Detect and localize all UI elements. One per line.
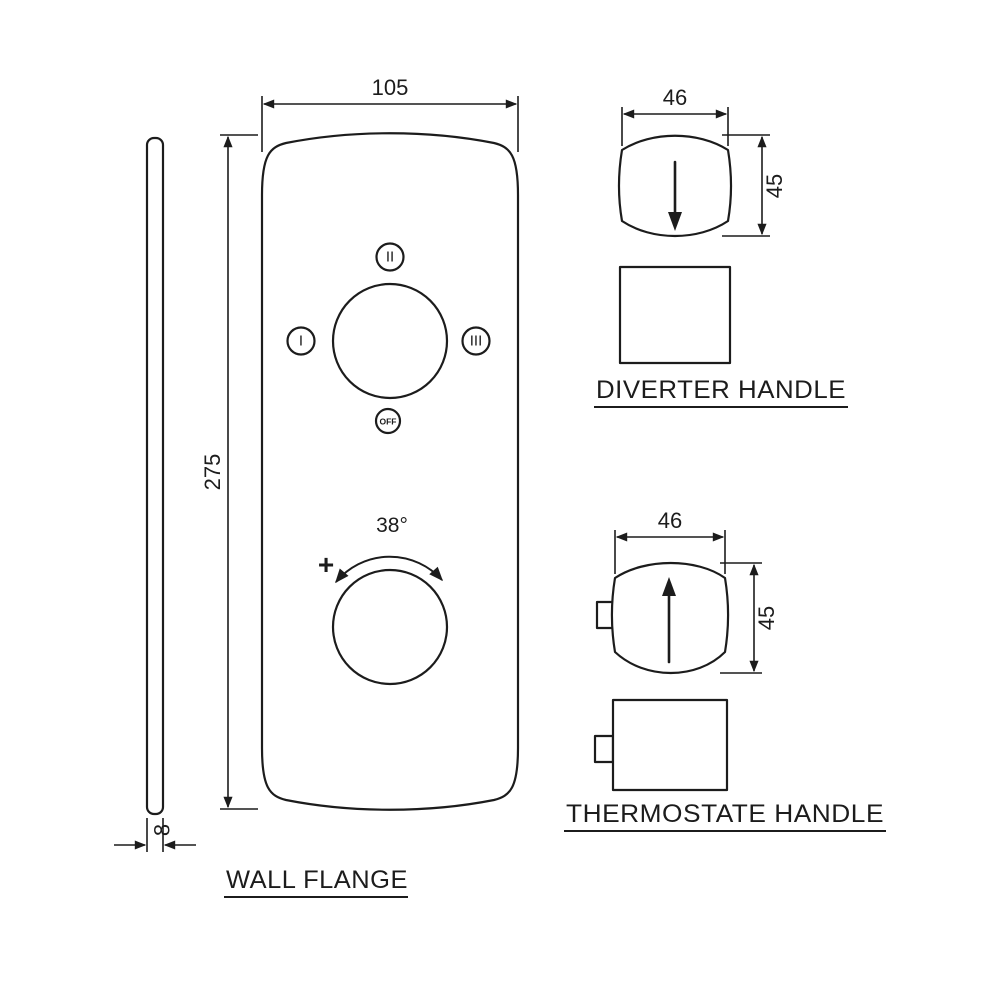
dim-width-105: 105 [261, 75, 519, 152]
thermostat-handle-label: THERMOSTATE HANDLE [566, 800, 884, 828]
position-marker-left [286, 326, 316, 356]
diverter-height-label: 45 [762, 174, 787, 198]
diverter-handle-side-view [618, 265, 732, 365]
thermostat-width-label: 46 [658, 508, 682, 533]
flange-outline [260, 132, 520, 811]
thermostat-height-label: 45 [754, 606, 779, 630]
position-marker-off [374, 407, 402, 435]
thermostat-dim-46: 46 [614, 508, 726, 574]
dim-275-label: 275 [200, 454, 225, 491]
flange-profile [145, 136, 165, 816]
diverter-handle-label: DIVERTER HANDLE [596, 376, 846, 404]
diverter-width-label: 46 [663, 85, 687, 110]
diverter-handle-top-view [617, 134, 733, 237]
position-label-top: II [386, 249, 394, 266]
thermostat-dim-45: 45 [720, 562, 779, 674]
thermostat-handle-side-view [593, 698, 729, 792]
position-label-right: III [470, 333, 483, 350]
wall-flange-front-view: II I III OFF 38° + [260, 132, 520, 811]
dim-thickness-8: 8 [114, 818, 196, 852]
thermostat-handle-top-view [595, 561, 730, 675]
up-arrow-head-icon [662, 577, 676, 596]
wall-flange-side-view [145, 136, 165, 816]
diverter-opening-circle [331, 282, 449, 400]
diverter-dim-46: 46 [621, 85, 729, 146]
rotation-arc-icon [335, 555, 444, 584]
plus-label: + [318, 549, 334, 580]
thermostat-opening-circle [331, 568, 449, 686]
thermostat-index-notch [593, 734, 615, 764]
angle-dimension-label: 38° [376, 514, 408, 537]
position-label-left: I [299, 333, 303, 350]
dim-height-275: 275 [200, 134, 258, 810]
down-arrow-head-icon [668, 212, 682, 231]
position-label-off: OFF [380, 417, 397, 427]
position-marker-top [375, 242, 405, 272]
dim-105-label: 105 [372, 75, 409, 100]
wall-flange-label: WALL FLANGE [226, 866, 408, 894]
thermostat-side-body [611, 698, 729, 792]
dim-8-label: 8 [150, 824, 175, 836]
position-marker-right [461, 326, 491, 356]
diverter-dim-45: 45 [722, 134, 787, 237]
